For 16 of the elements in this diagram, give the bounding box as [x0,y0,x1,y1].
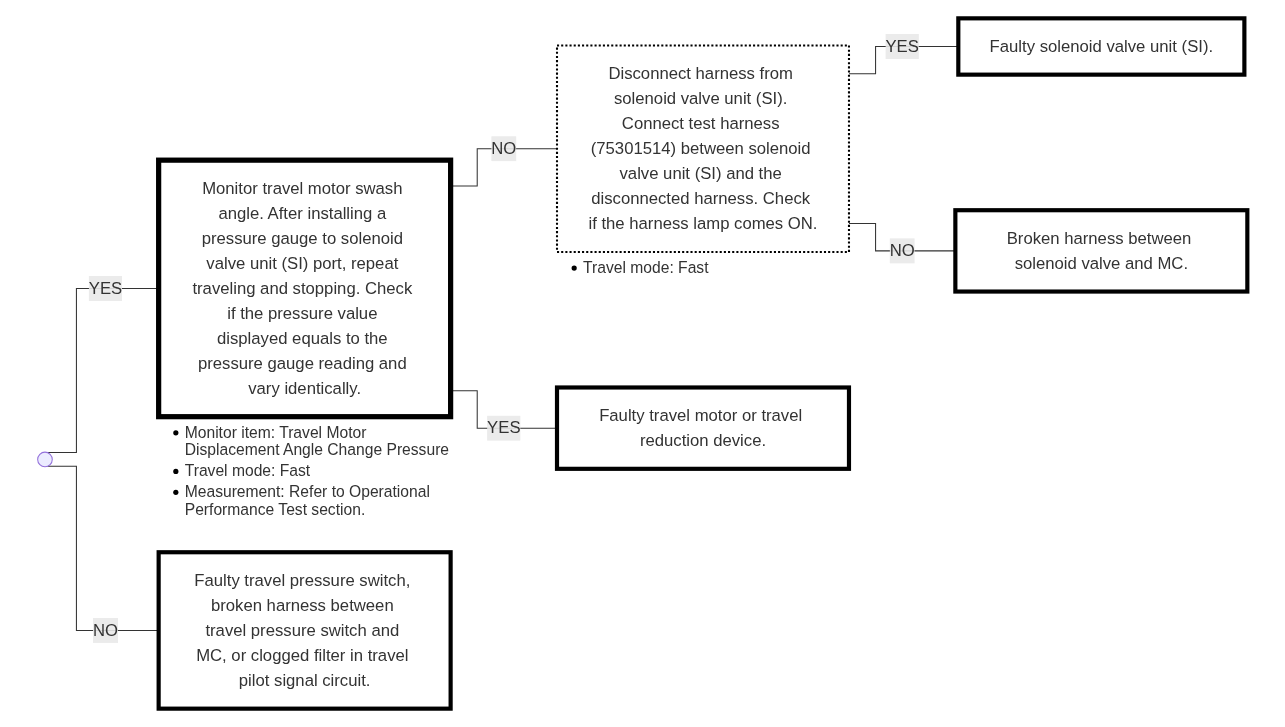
edge-label: YES [885,37,919,55]
node-box: Faulty travel pressure switch, broken harness between travel pressure switch and MC, or clogged filter in travel pilot signal circuit. [156,550,453,711]
node-box: Disconnect harness from solenoid valve unit (SI). Connect test harness (75301514) between solenoid valve unit (SI) and the disconnected harness. Check if the harness lamp comes ON. [555,44,851,253]
edge-label: NO [92,621,118,639]
node-box: Monitor travel motor swash angle. After installing a pressure gauge to solenoid valve unit (SI) port, repeat traveling and stopping. Check if the pressure value displayed equals to the pressure gauge reading and vary identically. [156,157,454,420]
edge-label: YES [487,418,521,437]
note-text: Monitor item: Travel Motor Displacement Angle Change Pressure [184,422,451,459]
edge-label: NO [491,139,517,158]
note-text: Travel mode: Fast [583,258,709,276]
node-box: Broken harness between solenoid valve and MC. [953,208,1250,294]
note-text: Travel mode: Fast [184,461,311,480]
note-text: Measurement: Refer to Operational Performance Test section. [184,482,431,518]
edge-label: YES [88,279,123,297]
edge-label: NO [889,241,915,260]
node-box: Faulty solenoid valve unit (SI). [956,16,1247,77]
node-box: Faulty travel motor or travel reduction device. [554,385,852,471]
